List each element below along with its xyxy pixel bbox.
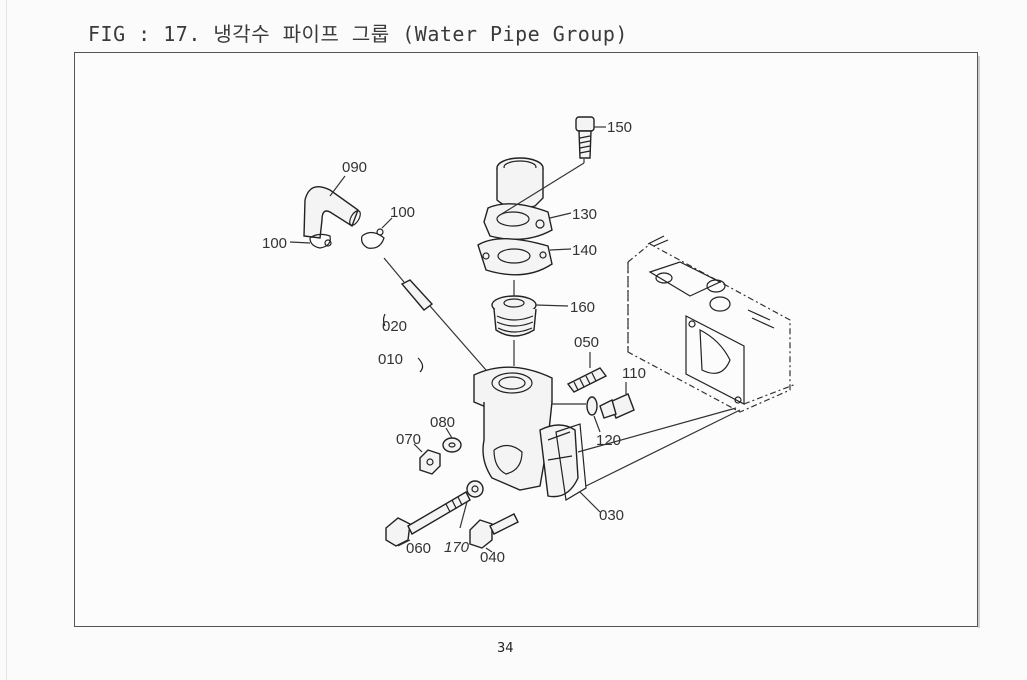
page-edge-rule bbox=[6, 0, 7, 680]
callout-060: 060 bbox=[406, 540, 431, 557]
callout-040: 040 bbox=[480, 549, 505, 566]
callout-080: 080 bbox=[430, 414, 455, 431]
callout-170: 170 bbox=[444, 539, 470, 556]
callout-100-upper: 100 bbox=[390, 204, 415, 221]
part-120-washer bbox=[552, 396, 601, 433]
assembly-leader-lines bbox=[577, 407, 741, 487]
part-100-hose-clips bbox=[289, 217, 393, 249]
part-110-plug bbox=[599, 382, 635, 419]
callout-030: 030 bbox=[599, 507, 624, 524]
part-080-washer bbox=[442, 427, 462, 453]
callout-labels: 150 090 100 100 130 140 160 020 010 050 … bbox=[262, 119, 646, 566]
callout-110: 110 bbox=[622, 365, 646, 382]
callout-140: 140 bbox=[572, 242, 597, 259]
callout-100-left: 100 bbox=[262, 235, 287, 252]
part-020-pipe bbox=[382, 257, 487, 371]
figure-title: FIG : 17. 냉각수 파이프 그룹 (Water Pipe Group) bbox=[88, 22, 628, 46]
page-number: 34 bbox=[497, 641, 514, 656]
callout-010: 010 bbox=[378, 351, 403, 368]
part-160-thermostat bbox=[491, 280, 569, 337]
part-030-gasket bbox=[555, 423, 601, 513]
part-090-hose bbox=[303, 175, 361, 239]
part-170-washer bbox=[459, 480, 484, 529]
callout-150: 150 bbox=[607, 119, 632, 136]
part-040-bolt bbox=[469, 513, 519, 553]
part-140-gasket bbox=[477, 238, 572, 276]
part-050-stud-bolt bbox=[566, 352, 608, 393]
engine-block-outline bbox=[627, 235, 797, 413]
callout-130: 130 bbox=[572, 206, 597, 223]
part-060-long-bolt bbox=[385, 491, 471, 547]
part-010-thermostat-housing bbox=[417, 340, 579, 498]
diagram-frame bbox=[74, 52, 978, 627]
callout-160: 160 bbox=[570, 299, 595, 316]
part-150-bolt bbox=[575, 116, 606, 159]
callout-120: 120 bbox=[596, 432, 621, 449]
part-070-nut bbox=[413, 443, 441, 475]
part-130-thermostat-cover bbox=[483, 157, 585, 241]
frame-shadow bbox=[978, 56, 980, 628]
callout-020: 020 bbox=[382, 318, 407, 335]
callout-070: 070 bbox=[396, 431, 421, 448]
callout-090: 090 bbox=[342, 159, 367, 176]
callout-050: 050 bbox=[574, 334, 599, 351]
